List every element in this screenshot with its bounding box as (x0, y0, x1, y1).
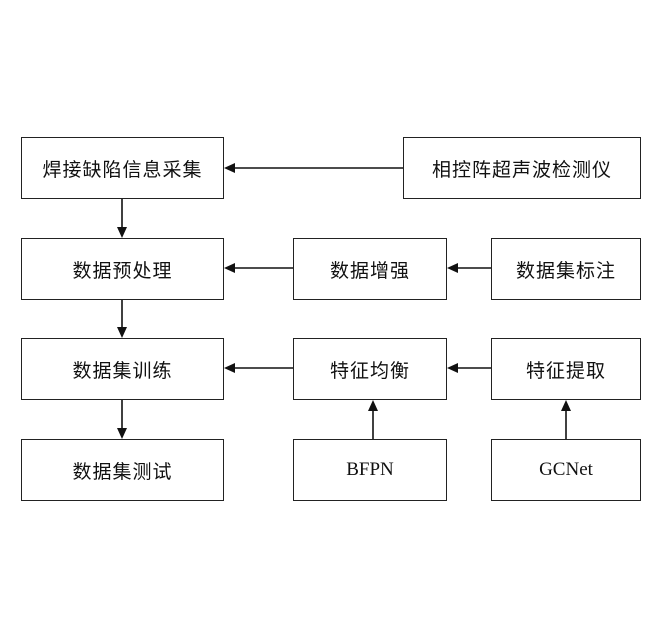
node-weld-defect-collection: 焊接缺陷信息采集 (21, 137, 224, 199)
node-dataset-annotation: 数据集标注 (491, 238, 641, 300)
arrow-annotate-to-augment (447, 263, 491, 273)
arrow-train-to-test (117, 400, 127, 439)
node-phased-array-device: 相控阵超声波检测仪 (403, 137, 641, 199)
arrow-collect-to-preprocess (117, 199, 127, 238)
node-feature-balance: 特征均衡 (293, 338, 447, 400)
arrow-extract-to-balance (447, 363, 491, 373)
arrow-bfpn-to-balance (368, 400, 378, 439)
arrow-preprocess-to-train (117, 300, 127, 338)
arrow-augment-to-preprocess (224, 263, 293, 273)
node-data-preprocessing: 数据预处理 (21, 238, 224, 300)
node-dataset-training: 数据集训练 (21, 338, 224, 400)
node-bfpn: BFPN (293, 439, 447, 501)
arrow-gcnet-to-extract (561, 400, 571, 439)
node-feature-extraction: 特征提取 (491, 338, 641, 400)
arrow-device-to-collect (224, 163, 403, 173)
node-data-augmentation: 数据增强 (293, 238, 447, 300)
node-gcnet: GCNet (491, 439, 641, 501)
arrow-balance-to-train (224, 363, 293, 373)
node-dataset-testing: 数据集测试 (21, 439, 224, 501)
